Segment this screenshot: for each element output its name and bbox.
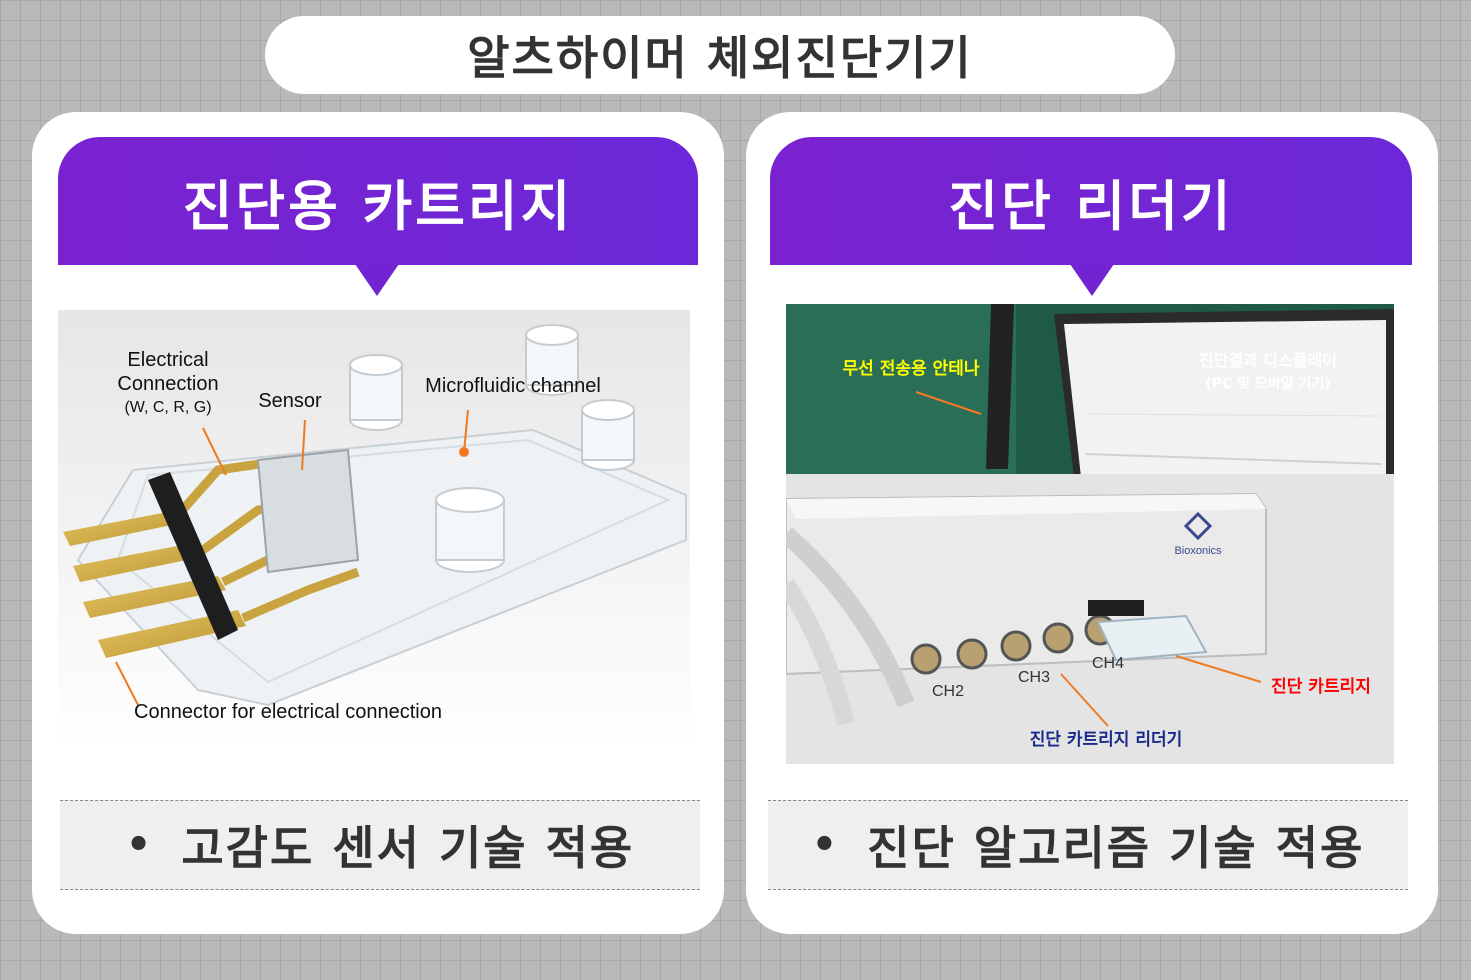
reader-heading: 진단 리더기 xyxy=(770,137,1412,265)
bnc-connectors xyxy=(910,614,1116,675)
label-sensor: Sensor xyxy=(258,390,322,412)
page-title: 알츠하이머 체외진단기기 xyxy=(265,16,1175,94)
cartridge-panel: 진단용 카트리지 xyxy=(32,112,724,934)
cartridge-feature-text: 고감도 센서 기술 적용 xyxy=(181,821,635,875)
annotation-lines xyxy=(915,391,1262,727)
label-electrical-2: Connection xyxy=(117,373,218,395)
reader-photo: Bioxonics CH2 CH3 CH4 무선 전송용 안테나 진단결과 디스… xyxy=(786,304,1394,764)
cartridge-heading-pointer xyxy=(355,264,399,296)
cartridge-slot xyxy=(1088,600,1144,616)
label-display-2: (PC 및 모바일 기기) xyxy=(1205,375,1330,392)
label-connector: Connector for electrical connection xyxy=(134,701,442,723)
sensor-block xyxy=(256,448,360,574)
cartridge-feature: • 고감도 센서 기술 적용 xyxy=(60,800,700,890)
label-display-1: 진단결과 디스플레이 xyxy=(1199,351,1337,370)
cartridge-heading: 진단용 카트리지 xyxy=(58,137,698,265)
well xyxy=(581,399,635,471)
label-microfluidic: Microfluidic channel xyxy=(425,375,601,397)
reader-illustration: Bioxonics CH2 CH3 CH4 무선 전송용 안테나 진단결과 디스… xyxy=(786,304,1394,764)
well xyxy=(435,487,505,573)
channel-label-ch2: CH2 xyxy=(932,683,964,700)
clamp-bar xyxy=(148,472,238,640)
annotation-lines xyxy=(115,409,469,706)
gold-pins xyxy=(63,455,360,658)
label-electrical-3: (W, C, R, G) xyxy=(124,399,211,416)
laptop-screen xyxy=(1064,320,1386,522)
label-cartridge: 진단 카트리지 xyxy=(1271,677,1371,697)
cartridge-illustration: Electrical Connection (W, C, R, G) Senso… xyxy=(58,310,690,752)
antenna xyxy=(986,304,1014,469)
reader-heading-pointer xyxy=(1070,264,1114,296)
channel-label-ch3: CH3 xyxy=(1018,669,1050,686)
label-antenna: 무선 전송용 안테나 xyxy=(843,359,980,379)
well xyxy=(349,354,403,431)
reader-panel: 진단 리더기 xyxy=(746,112,1438,934)
cable xyxy=(786,527,915,708)
channel-label-ch4: CH4 xyxy=(1092,655,1124,672)
bullet-icon: • xyxy=(125,822,154,868)
cable xyxy=(786,579,855,727)
well xyxy=(525,324,579,396)
reader-feature-text: 진단 알고리즘 기술 적용 xyxy=(867,821,1365,875)
cartridge-inserted xyxy=(1096,614,1208,662)
bullet-icon: • xyxy=(811,822,840,868)
reader-feature: • 진단 알고리즘 기술 적용 xyxy=(768,800,1408,890)
brand-logo-icon xyxy=(1183,511,1213,541)
label-electrical-1: Electrical xyxy=(127,349,208,371)
cartridge-photo: Electrical Connection (W, C, R, G) Senso… xyxy=(58,310,690,752)
brand-name: Bioxonics xyxy=(1174,545,1222,557)
label-reader: 진단 카트리지 리더기 xyxy=(1030,730,1183,750)
chip-body xyxy=(76,428,687,707)
